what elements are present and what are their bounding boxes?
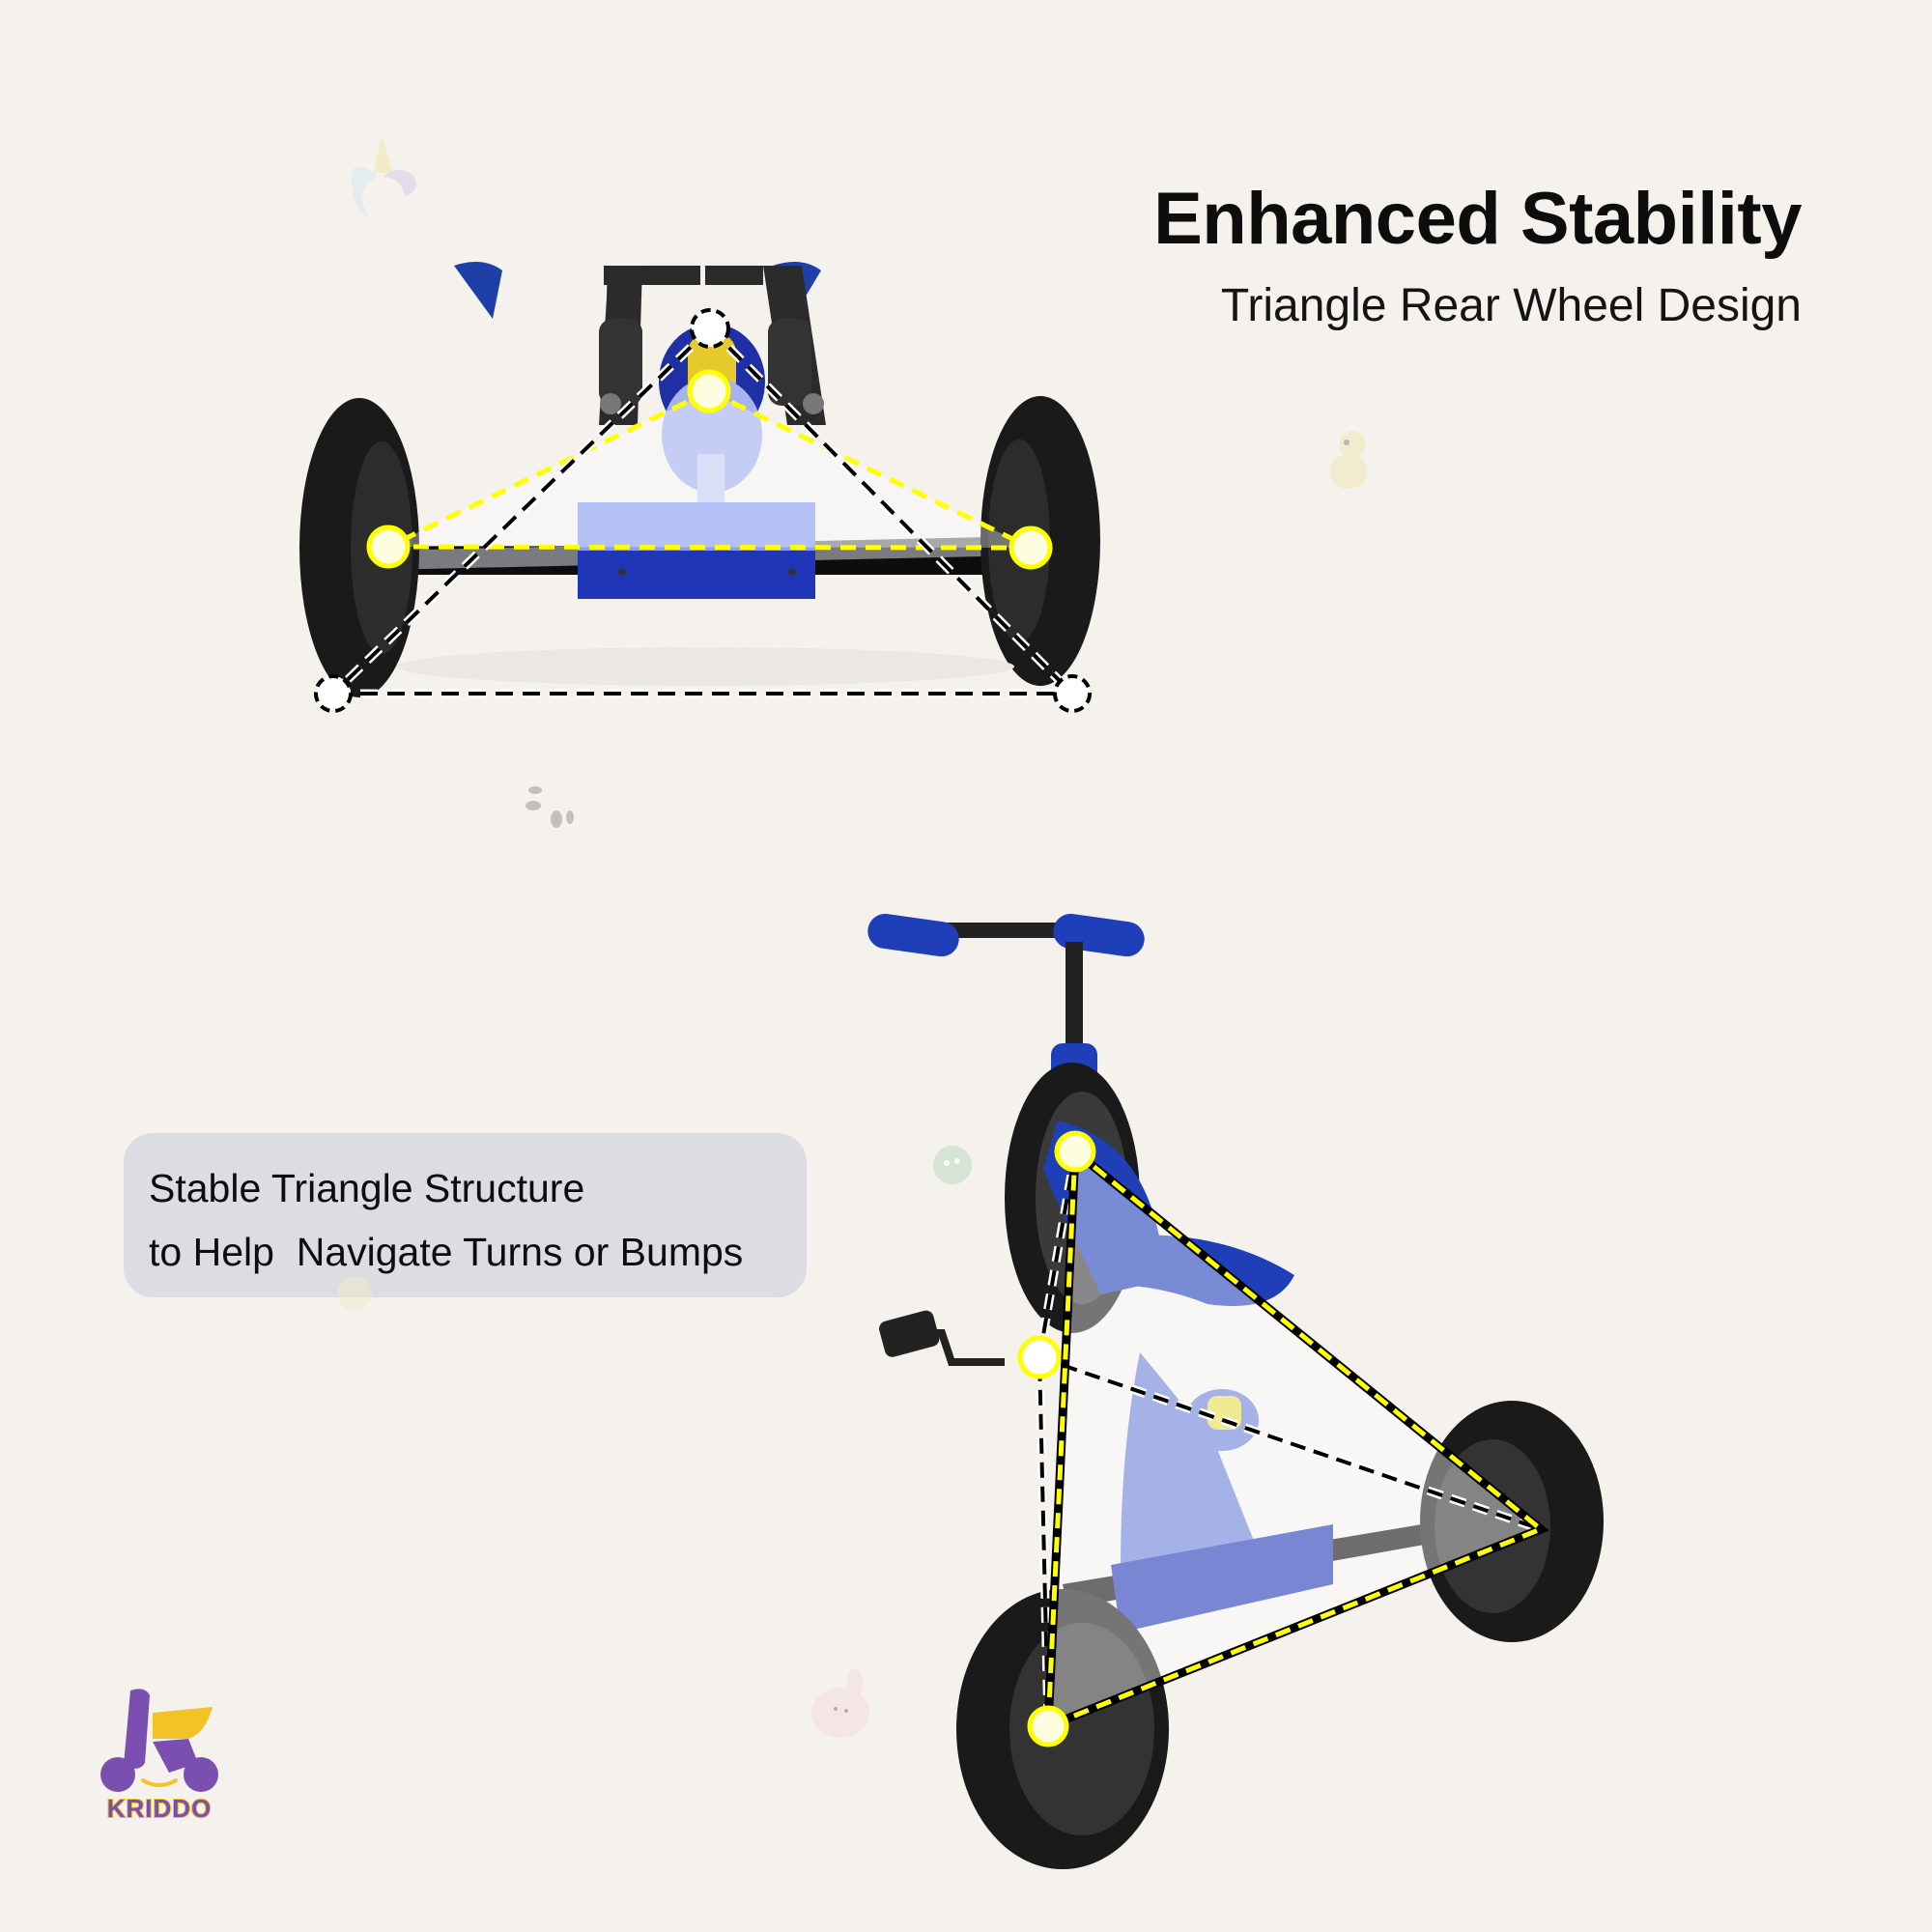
logo-text: KRIDDO (106, 1793, 213, 1824)
info-card: Stable Triangle Structure to Help Naviga… (124, 1133, 807, 1297)
kriddo-logo: KRIDDO (97, 1686, 222, 1824)
cat-icon (337, 1276, 372, 1311)
page-subtitle: Triangle Rear Wheel Design (1220, 279, 1802, 331)
kriddo-logo-icon (100, 1689, 218, 1792)
monster-icon (933, 1146, 972, 1184)
triangle-node-yellow (366, 369, 1053, 570)
bunny-icon (811, 1668, 869, 1738)
three-quarter-tricycle-illustration (867, 913, 1604, 1869)
info-card-line-1: Stable Triangle Structure (149, 1166, 585, 1210)
duck-icon (1329, 431, 1368, 489)
headline: Enhanced Stability Triangle Rear Wheel D… (1153, 179, 1802, 331)
info-card-line-2: to Help Navigate Turns or Bumps (149, 1230, 744, 1274)
rear-view-tricycle-illustration (299, 262, 1100, 713)
unicorn-icon (352, 135, 416, 219)
page-title: Enhanced Stability (1153, 178, 1802, 260)
panda-icon (526, 786, 574, 828)
